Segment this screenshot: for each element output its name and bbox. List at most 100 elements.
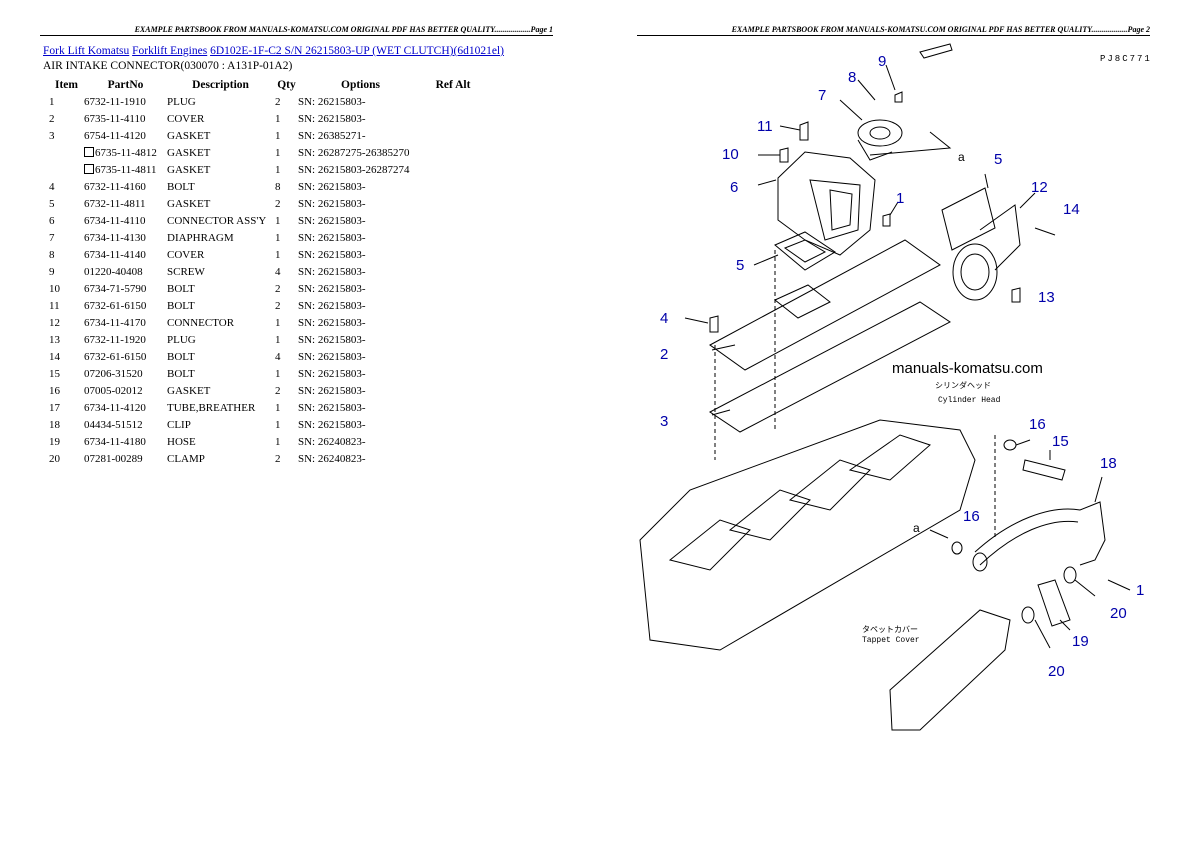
cover-drawing [857, 139, 893, 161]
options-cell: SN: 26215803- [298, 214, 366, 227]
breather-tube-drawing [974, 501, 1106, 566]
col-partno: PartNo [107, 78, 144, 91]
qty-cell: 1 [275, 333, 281, 346]
tappet-jp: タペットカバー [862, 625, 918, 635]
callout-number: 5 [994, 151, 1002, 168]
qty-cell: 1 [275, 435, 281, 448]
item-cell: 18 [49, 418, 60, 431]
qty-cell: 1 [275, 401, 281, 414]
qty-cell: 2 [275, 452, 281, 465]
item-cell: 14 [49, 350, 60, 363]
description-cell: CONNECTOR [167, 316, 235, 329]
page-header-1: EXAMPLE PARTSBOOK FROM MANUALS-KOMATSU.C… [40, 25, 553, 36]
qty-cell: 4 [275, 350, 281, 363]
ref-a-top: a [958, 150, 965, 164]
partno-cell: 6754-11-4120 [84, 129, 146, 142]
col-options: Options [341, 78, 380, 91]
options-cell: SN: 26215803- [298, 418, 366, 431]
options-cell: SN: 26215803- [298, 401, 366, 414]
clamp-20b-drawing [1021, 606, 1035, 624]
item-cell: 17 [49, 401, 60, 414]
ref-alt-cell [423, 127, 483, 144]
qty-cell: 2 [275, 95, 281, 108]
ref-alt-cell [423, 229, 483, 246]
callout-number: 3 [660, 413, 668, 430]
options-cell: SN: 26240823- [298, 452, 366, 465]
ref-alt-cell [423, 399, 483, 416]
partno-text: 6735-11-4812 [95, 146, 157, 159]
leader-9 [885, 64, 896, 91]
ref-alt-cell [423, 348, 483, 365]
alt-part-checkbox[interactable] [84, 146, 94, 157]
table-header-row: Item PartNo Description Qty Options Ref … [43, 76, 483, 93]
qty-cell: 1 [275, 316, 281, 329]
partno-cell: 6734-11-4120 [84, 401, 146, 414]
item-cell: 9 [49, 265, 55, 278]
breadcrumb-link-forklift-komatsu[interactable]: Fork Lift Komatsu [43, 45, 130, 57]
gasket-5a-drawing [774, 231, 836, 271]
item-cell [43, 161, 84, 178]
description-cell: COVER [167, 248, 205, 261]
partno-cell: 6734-11-4130 [84, 231, 146, 244]
description-cell: TUBE,BREATHER [167, 401, 256, 414]
partno-cell: 6734-71-5790 [84, 282, 147, 295]
connector-port-drawing [809, 179, 861, 241]
cover-opening-drawing [774, 284, 831, 319]
ref-a-bottom: a [913, 521, 920, 535]
partno-cell: 04434-51512 [84, 418, 143, 431]
description-cell: CLIP [167, 418, 191, 431]
partno-cell: 6735-11-4812 [84, 144, 167, 161]
bolt-10-drawing [779, 147, 789, 163]
item-cell: 3 [49, 129, 55, 142]
gasket-16b-drawing [951, 541, 963, 555]
callout-number: 12 [1031, 179, 1048, 196]
options-cell: SN: 26215803- [298, 180, 366, 193]
gasket-3-drawing [709, 301, 951, 433]
options-cell: SN: 26215803- [298, 248, 366, 261]
callout-number: 1 [896, 190, 904, 207]
leader-5b [984, 173, 989, 189]
tappet-cover-drawing [889, 609, 1011, 731]
ref-alt-cell [423, 433, 483, 450]
breadcrumb-link-forklift-engines[interactable]: Forklift Engines [132, 45, 208, 57]
alt-part-checkbox[interactable] [84, 163, 94, 174]
gasket-5b-drawing [941, 187, 996, 251]
options-cell: SN: 26215803- [298, 282, 366, 295]
watermark: manuals-komatsu.com [892, 360, 1043, 377]
ref-alt-cell [423, 365, 483, 382]
ref-alt-cell [423, 212, 483, 229]
diaphragm-inner-drawing [869, 126, 891, 140]
gasket-16a-drawing [1003, 439, 1017, 451]
partno-cell: 6734-11-4110 [84, 214, 146, 227]
cylinder-port-3 [788, 459, 871, 511]
connector-12-bore-drawing [960, 253, 990, 291]
description-cell: DIAPHRAGM [167, 231, 234, 244]
ref-alt-cell [423, 246, 483, 263]
cylinder-head-drawing [639, 419, 976, 651]
description-cell: CLAMP [167, 452, 205, 465]
item-cell: 2 [49, 112, 55, 125]
item-cell: 19 [49, 435, 60, 448]
qty-cell: 1 [275, 418, 281, 431]
leader-20b [1034, 619, 1051, 649]
parts-table: Item PartNo Description Qty Options Ref … [43, 76, 483, 467]
options-cell: SN: 26215803- [298, 384, 366, 397]
qty-cell: 1 [275, 231, 281, 244]
cylinder-port-4 [848, 434, 931, 481]
leader-16a [1015, 439, 1031, 446]
leader-4 [684, 317, 709, 324]
callout-number: 16 [963, 508, 980, 525]
ref-alt-cell [423, 314, 483, 331]
breadcrumb-link-engine-model[interactable]: 6D102E-1F-C2 S/N 26215803-UP (WET CLUTCH… [210, 45, 504, 57]
hose-19-drawing [1037, 579, 1071, 627]
partno-cell: 07281-00289 [84, 452, 143, 465]
callout-number: 14 [1063, 201, 1080, 218]
